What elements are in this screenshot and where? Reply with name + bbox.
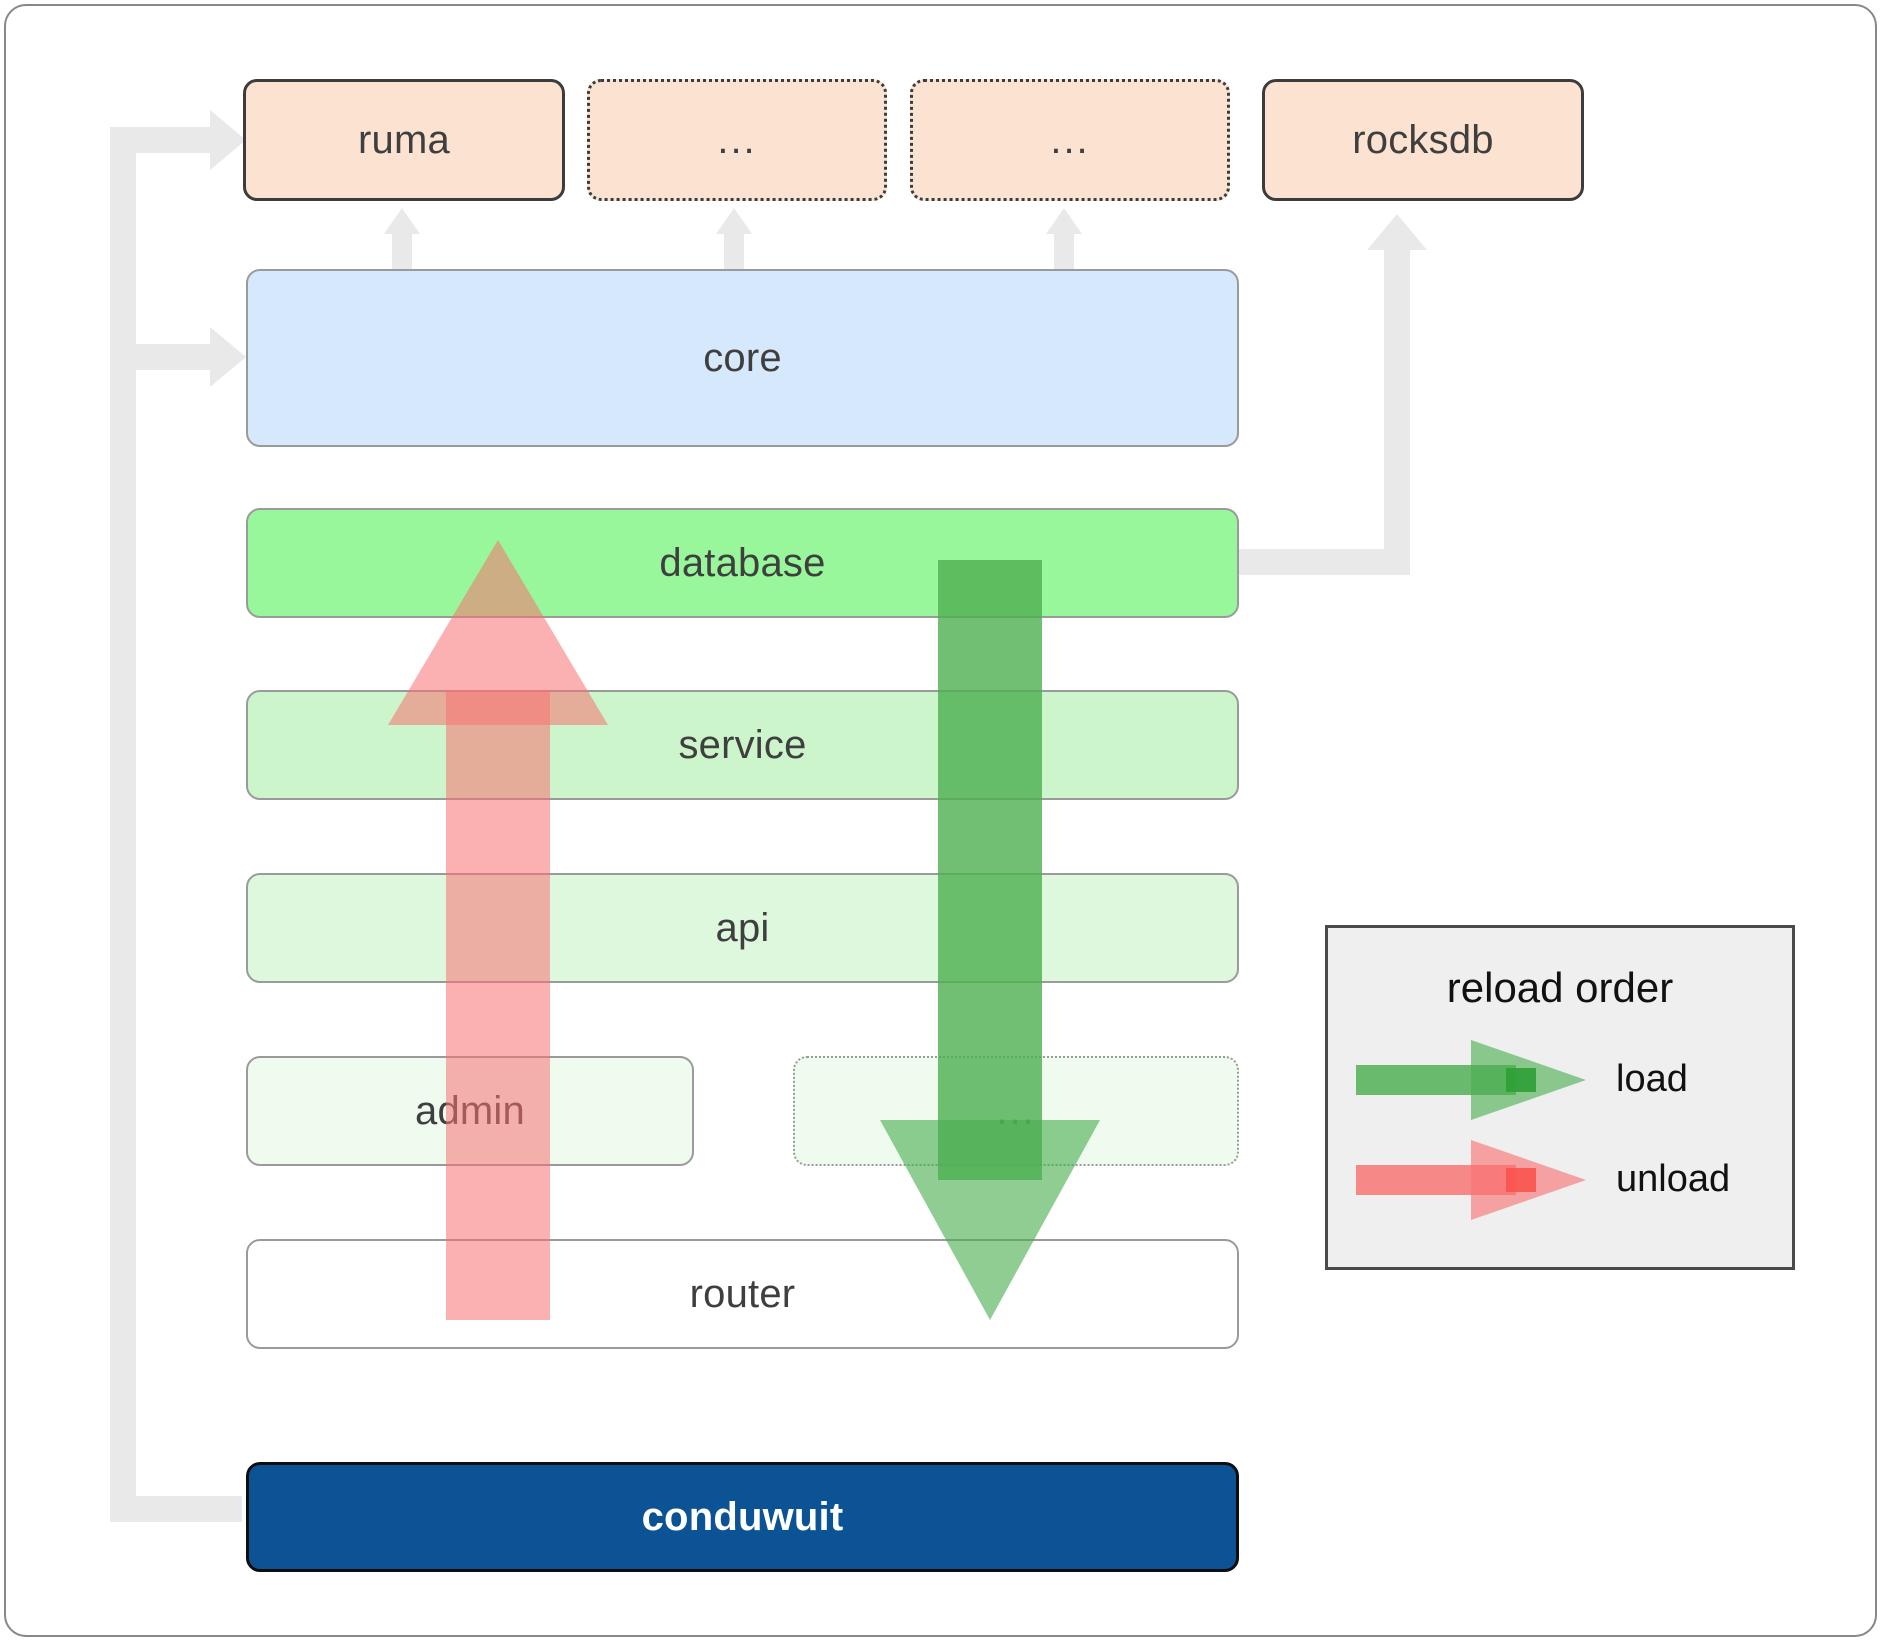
diagram-frame [4,4,1877,1637]
connector-left-trunk [110,127,136,1522]
node-dependency-b-label: ... [1050,118,1090,162]
connector-db-right [1230,549,1410,575]
node-dependency-a[interactable]: ... [587,79,887,201]
node-core[interactable]: core [246,269,1239,447]
connector-rocksdb-up [1384,250,1410,565]
connector-core-to-depb-arrowhead [1046,208,1082,234]
node-ruma-label: ruma [358,117,450,162]
node-conduwuit-label: conduwuit [641,1494,844,1539]
node-router-label: router [689,1271,796,1316]
connector-core-to-ruma-stem [392,232,412,274]
node-conduwuit[interactable]: conduwuit [246,1462,1239,1572]
node-dependency-b[interactable]: ... [910,79,1230,201]
connector-core-to-depa-stem [724,232,744,274]
connector-to-ruma [110,127,220,153]
node-ruma[interactable]: ruma [243,79,565,201]
node-api-label: api [715,905,770,950]
connector-to-ruma-arrowhead [210,110,246,170]
connector-core-to-ruma-arrowhead [384,208,420,234]
legend-load-arrow-icon [1356,1040,1586,1120]
connector-core-to-depb-stem [1054,232,1074,274]
node-extra-label: ... [996,1089,1036,1133]
legend-unload-label: unload [1616,1158,1731,1200]
node-core-label: core [703,335,782,380]
connector-core-to-depa-arrowhead [716,208,752,234]
node-rocksdb[interactable]: rocksdb [1262,79,1584,201]
node-api[interactable]: api [246,873,1239,983]
legend-panel: reload order load unload [1325,925,1795,1270]
node-admin-label: admin [415,1088,525,1133]
node-dependency-a-label: ... [717,118,757,162]
connector-left-bottom [110,1496,242,1522]
legend-unload-arrow-icon [1356,1140,1586,1220]
node-extra[interactable]: ... [793,1056,1239,1166]
node-database[interactable]: database [246,508,1239,618]
node-router[interactable]: router [246,1239,1239,1349]
node-service-label: service [678,722,807,767]
node-rocksdb-label: rocksdb [1352,117,1494,162]
node-admin[interactable]: admin [246,1056,694,1166]
node-service[interactable]: service [246,690,1239,800]
legend-load-label: load [1616,1058,1688,1100]
connector-to-core-arrowhead [210,327,246,387]
legend-title: reload order [1446,964,1674,1011]
connector-to-core [110,344,220,370]
connector-rocksdb-arrowhead [1367,214,1427,250]
node-database-label: database [659,540,826,585]
